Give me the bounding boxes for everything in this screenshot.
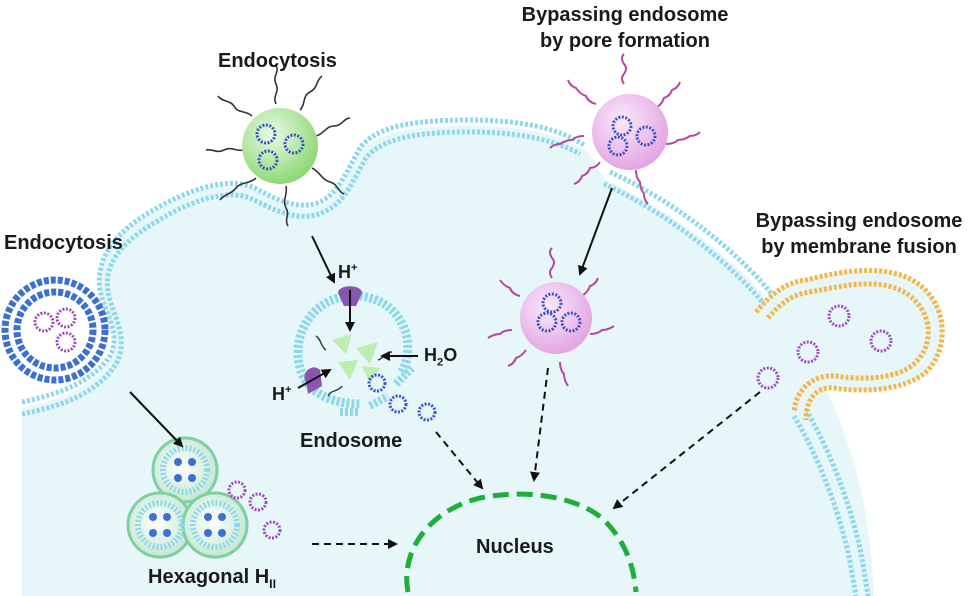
label-water-h: H — [424, 345, 437, 365]
label-proton-top-h: H — [338, 262, 351, 282]
label-water-sub: 2 — [437, 356, 444, 369]
label-proton-left: H+ — [272, 384, 292, 405]
plasmid — [283, 133, 305, 155]
plasmid — [55, 307, 77, 329]
label-hexagonal-text: Hexagonal H — [148, 566, 270, 588]
green-nanoparticle-body — [242, 108, 318, 184]
label-bypass-pore-line1: Bypassing endosome — [521, 4, 729, 26]
plasmid — [257, 149, 279, 171]
label-endocytosis-top: Endocytosis — [218, 50, 337, 72]
label-endosome: Endosome — [300, 430, 403, 452]
plasmid — [388, 394, 408, 414]
plasmid — [869, 329, 893, 353]
peptide-coils — [549, 53, 701, 205]
arrow-pink-to-nucleus — [530, 367, 549, 482]
plasmid — [756, 366, 780, 390]
label-bypass-pore-line2: by pore formation — [539, 30, 710, 52]
cell — [21, 117, 874, 596]
green-nanoparticle — [205, 65, 351, 227]
label-hexagonal: Hexagonal HII — [148, 566, 276, 591]
plasma-membrane-lower-right — [803, 408, 871, 596]
plasmid — [227, 480, 247, 500]
label-proton-top: H+ — [338, 262, 358, 283]
label-bypass-pore: Bypassing endosome by pore formation — [510, 2, 740, 54]
peptide-coils — [487, 247, 615, 387]
hexagonal-core — [160, 445, 210, 495]
label-bypass-fusion-line1: Bypassing endosome — [755, 210, 963, 232]
pink-nanoparticle-top — [549, 53, 701, 205]
arrow-proton-left — [297, 369, 332, 389]
plasmid — [796, 340, 820, 364]
lipoplex — [1, 276, 109, 384]
label-nucleus: Nucleus — [476, 536, 554, 558]
plasmid — [367, 373, 387, 393]
nucleus-envelope — [404, 491, 639, 593]
arrows — [129, 187, 761, 549]
plasmid — [611, 115, 633, 137]
pink-nanoparticle-body — [520, 282, 592, 354]
plasmid — [541, 292, 563, 314]
label-water-o: O — [443, 345, 458, 365]
pink-nanoparticle-body — [592, 94, 668, 170]
plasmid — [255, 123, 277, 145]
plasma-membrane-outer — [21, 117, 587, 405]
arrow-pore-to-cytosol — [578, 187, 613, 276]
plasmid — [417, 402, 437, 422]
plasmid — [55, 331, 77, 353]
fusion-membrane-outer — [754, 268, 945, 421]
arrow-endocytosis-to-endosome — [311, 235, 336, 284]
cell-cytoplasm — [22, 126, 874, 596]
hexagonal-phase — [126, 436, 282, 559]
hexagonal-core — [135, 500, 185, 550]
label-endocytosis-left: Endocytosis — [4, 232, 123, 254]
plasma-membrane-lower-right-inner — [791, 414, 859, 596]
plasmid — [536, 311, 558, 333]
plasmid — [607, 135, 629, 157]
label-water: H2O — [424, 345, 457, 369]
label-proton-left-h: H — [272, 384, 285, 404]
lipoplex-core — [23, 298, 87, 362]
plasmid — [827, 304, 851, 328]
hexagonal-core — [190, 500, 240, 550]
lipoplex-inner-shell — [13, 288, 97, 372]
plasmid — [248, 492, 268, 512]
fusion-bud — [754, 268, 945, 421]
plasmid — [262, 520, 282, 540]
hexagonal-dots — [149, 458, 226, 537]
plasmid — [560, 311, 582, 333]
peg-chains — [205, 65, 351, 227]
label-bypass-fusion: Bypassing endosome by membrane fusion — [742, 208, 976, 260]
lipoplex-outer-shell — [1, 276, 109, 384]
swollen-polymer — [332, 334, 380, 384]
proton-pump-left — [304, 367, 322, 394]
label-proton-left-sup: + — [285, 384, 292, 396]
label-proton-top-sup: + — [351, 262, 358, 274]
arrow-lipoplex-to-hexagonal — [129, 391, 184, 448]
arrow-endosome-to-nucleus — [435, 431, 484, 490]
endosome-fragments — [340, 365, 415, 416]
plasmid — [33, 311, 55, 333]
fusion-membrane-inner — [766, 281, 931, 413]
plasmid — [635, 125, 657, 147]
label-bypass-fusion-line2: by membrane fusion — [761, 236, 957, 258]
pink-nanoparticle-inner — [487, 247, 615, 387]
label-hexagonal-sub: II — [269, 577, 277, 591]
